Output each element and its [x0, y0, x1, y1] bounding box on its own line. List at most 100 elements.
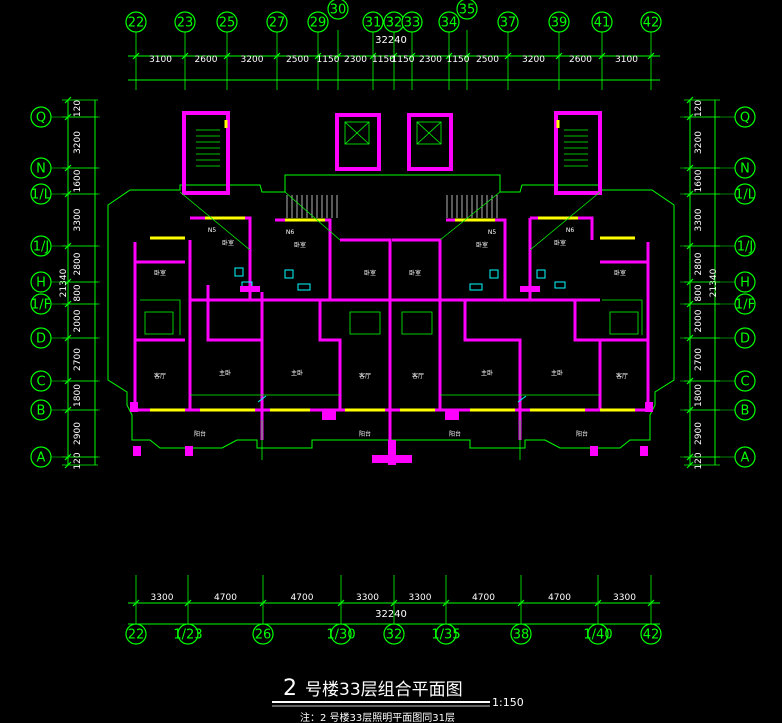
top-axis-30: 30 [327, 0, 349, 20]
top-dim-value: 1150 [317, 55, 340, 65]
window-bands [150, 120, 635, 412]
side-dim-value: 2800 [73, 252, 83, 275]
bottom-dim-value: 4700 [214, 593, 237, 603]
top-dim-value: 3100 [149, 55, 172, 65]
top-axis-37: 37 [497, 11, 519, 33]
bottom-axis-1-30: 1/30 [326, 623, 356, 645]
side-dim-value: 2000 [73, 309, 83, 332]
svg-text:29: 29 [310, 16, 327, 31]
side-dim-value: 3300 [694, 208, 704, 231]
stair-core-right [554, 111, 602, 195]
bottom-dim-value: 3300 [356, 593, 379, 603]
bottom-dim-value: 4700 [291, 593, 314, 603]
side-dim-value: 120 [73, 100, 83, 117]
top-dim-value: 1150 [447, 55, 470, 65]
right-axis-N: N [734, 157, 756, 179]
room-balcony-3: 阳台 [449, 430, 461, 438]
svg-text:37: 37 [500, 16, 517, 31]
bathroom-fixtures [234, 267, 566, 403]
stair-treads-left [196, 129, 220, 167]
side-dim-value: 120 [694, 100, 704, 117]
svg-text:38: 38 [513, 628, 530, 643]
unit-tag-2: N6 [286, 229, 294, 236]
side-dim-value: 2700 [73, 348, 83, 371]
title-text: 号楼33层组合平面图 [305, 680, 463, 700]
room-master-1: 主卧 [219, 369, 231, 377]
svg-text:25: 25 [219, 16, 236, 31]
top-dim-value: 2600 [195, 55, 218, 65]
svg-text:41: 41 [594, 16, 611, 31]
svg-text:22: 22 [128, 16, 145, 31]
svg-text:B: B [37, 404, 46, 419]
svg-text:39: 39 [551, 16, 568, 31]
svg-text:1/J: 1/J [33, 240, 50, 255]
title-number: 2 [283, 676, 297, 701]
room-balcony-4: 阳台 [576, 430, 588, 438]
top-dim-value: 3200 [522, 55, 545, 65]
left-axis-1-L: 1/L [30, 183, 52, 205]
svg-text:C: C [36, 375, 45, 390]
top-dim-value: 2500 [476, 55, 499, 65]
room-master-4: 主卧 [551, 369, 563, 377]
side-dim-value: 800 [73, 284, 83, 301]
room-living-1: 客厅 [154, 372, 166, 380]
slab-outline [107, 174, 675, 449]
left-axis-B: B [30, 399, 52, 421]
side-dim-value: 3300 [73, 208, 83, 231]
top-axis-42: 42 [640, 11, 662, 33]
apartment-walls [133, 216, 650, 465]
svg-text:A: A [741, 451, 750, 466]
room-master-3: 主卧 [481, 369, 493, 377]
right-axis-1-F: 1/F [734, 293, 756, 315]
bottom-dim-value: 3300 [151, 593, 174, 603]
left-axis-C: C [30, 370, 52, 392]
side-dim-value: 2900 [694, 422, 704, 445]
stair-core-left [182, 111, 230, 195]
structural-columns [130, 286, 653, 465]
elevator-core-right [407, 113, 453, 171]
svg-text:1/L: 1/L [31, 188, 52, 203]
svg-text:1/35: 1/35 [431, 628, 460, 643]
room-balcony-1: 阳台 [194, 430, 206, 438]
room-master-2: 主卧 [291, 369, 303, 377]
right-axis-1-L: 1/L [734, 183, 756, 205]
side-dim-value: 1800 [694, 384, 704, 407]
svg-text:1/23: 1/23 [173, 628, 202, 643]
side-total-dim: 21340 [709, 268, 719, 297]
right-axis-C: C [734, 370, 756, 392]
axis-gridlines [51, 116, 735, 458]
room-bedroom-7: 卧室 [154, 269, 166, 277]
stair-treads-right [564, 129, 588, 167]
top-dim-value: 3100 [615, 55, 638, 65]
top-dim-value: 1150 [392, 55, 415, 65]
top-axis-34: 34 [438, 11, 460, 33]
top-axis-27: 27 [266, 11, 288, 33]
svg-text:31: 31 [365, 16, 382, 31]
room-bedroom-1: 卧室 [222, 239, 234, 247]
bottom-axis-26: 26 [252, 623, 274, 645]
room-balcony-2: 阳台 [359, 430, 371, 438]
left-axis-Q: Q [30, 106, 52, 128]
side-dim-value: 3200 [73, 131, 83, 154]
svg-text:34: 34 [441, 16, 458, 31]
room-living-4: 客厅 [616, 372, 628, 380]
title-note: 注：2 号楼33层照明平面图同31层 [300, 711, 455, 723]
room-bedroom-3: 卧室 [364, 269, 376, 277]
top-axis-39: 39 [548, 11, 570, 33]
unit-tag-4: N6 [566, 227, 574, 234]
unit-tag-1: N5 [208, 227, 216, 234]
side-dim-value: 1800 [73, 384, 83, 407]
top-dim-value: 2300 [344, 55, 367, 65]
side-dim-value: 2900 [73, 422, 83, 445]
side-dim-value: 2800 [694, 252, 704, 275]
side-dim-value: 800 [694, 284, 704, 301]
svg-text:1/40: 1/40 [583, 628, 612, 643]
left-axis-H: H [30, 271, 52, 293]
interior-lines [140, 191, 643, 460]
svg-text:N: N [36, 162, 46, 177]
svg-text:23: 23 [177, 16, 194, 31]
svg-text:A: A [37, 451, 46, 466]
